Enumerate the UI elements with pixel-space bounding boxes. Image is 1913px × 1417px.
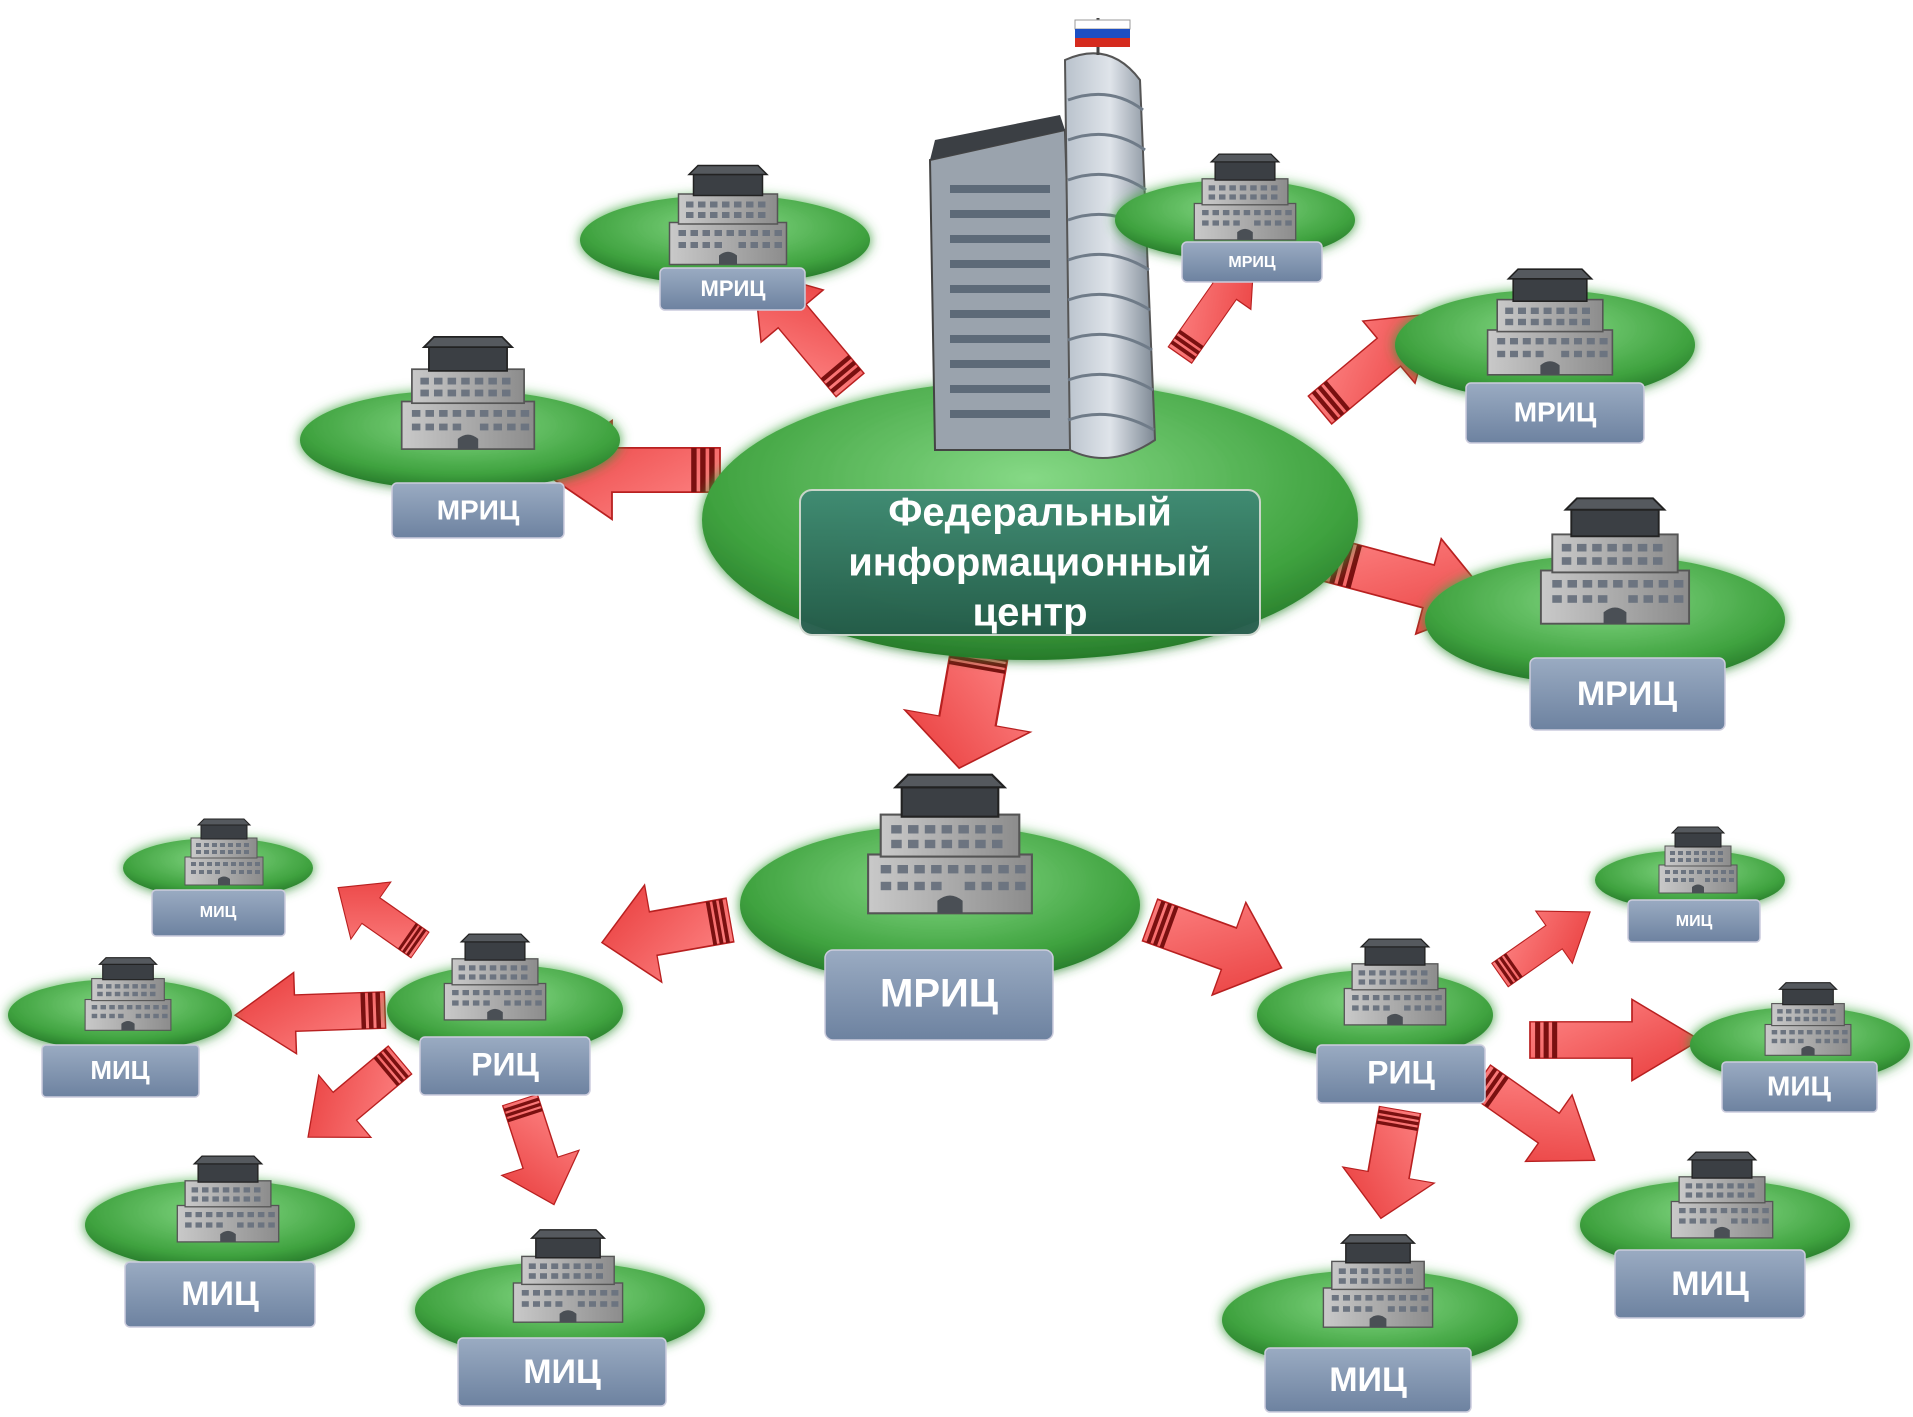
node-ric-left: РИЦ (387, 933, 623, 1096)
federal-center-box (799, 489, 1261, 636)
node-mic-r2: МИЦ (1690, 982, 1910, 1113)
building-icon (1343, 938, 1447, 1026)
building-icon (1658, 826, 1738, 894)
building-icon (1764, 982, 1852, 1056)
building-icon (443, 933, 547, 1021)
node-mic-r4: МИЦ (1580, 1151, 1850, 1319)
node-mic-r3: МИЦ (1222, 1234, 1518, 1413)
node-label: МРИЦ (880, 972, 998, 1016)
federal-building-icon (928, 18, 1157, 459)
federal-center-line1: Федеральный (888, 491, 1172, 535)
building-icon (1670, 1151, 1774, 1239)
node-label: РИЦ (1367, 1054, 1435, 1090)
node-ric-right: РИЦ (1257, 938, 1493, 1104)
node-label: МИЦ (1671, 1265, 1749, 1303)
arrow-to-mic-l1 (317, 858, 441, 975)
node-label: МИЦ (1676, 913, 1713, 930)
node-mic-l2: МИЦ (8, 957, 232, 1098)
building-icon (184, 818, 264, 886)
building-icon (1486, 268, 1614, 376)
arrow-to-mic-l4 (480, 1086, 594, 1218)
arrow-to-mic-r3 (1334, 1101, 1447, 1228)
arrow-to-mic-l3 (281, 1028, 427, 1169)
federal-center-line3: центр (972, 591, 1087, 635)
node-label: МРИЦ (701, 276, 766, 301)
node-label: МРИЦ (1514, 396, 1597, 427)
russian-flag-icon (1074, 19, 1131, 47)
arrow-to-mic-r2 (1529, 998, 1701, 1082)
node-label: МРИЦ (437, 494, 520, 525)
node-label: РИЦ (471, 1046, 539, 1082)
federal-center: Федеральный информационный центр (702, 18, 1358, 660)
node-label: МРИЦ (1228, 254, 1276, 271)
building-icon (400, 336, 536, 450)
building-icon (176, 1155, 280, 1243)
building-icon (668, 164, 788, 266)
building-icon (1322, 1234, 1434, 1328)
node-mric-left: МРИЦ (300, 336, 620, 539)
node-mric-right: МРИЦ (1395, 268, 1695, 444)
node-mic-l1: МИЦ (123, 818, 313, 937)
node-label: МИЦ (181, 1275, 259, 1313)
node-mric-top-left: МРИЦ (580, 164, 870, 311)
node-mic-l3: МИЦ (85, 1155, 355, 1328)
node-label: МИЦ (90, 1055, 149, 1085)
node-mric-middle: МРИЦ (740, 773, 1140, 1041)
building-icon (1539, 497, 1691, 625)
building-icon (1193, 153, 1297, 241)
building-icon (867, 773, 1033, 915)
node-label: МИЦ (200, 904, 237, 921)
node-label: МИЦ (1329, 1361, 1407, 1399)
arrow-to-mric-middle (895, 637, 1044, 781)
node-label: МИЦ (523, 1353, 601, 1391)
node-mric-far-right: МРИЦ (1425, 497, 1785, 731)
building-icon (512, 1229, 624, 1323)
node-mic-l4: МИЦ (415, 1229, 705, 1407)
federal-center-line2: информационный (848, 541, 1212, 585)
node-label: МРИЦ (1577, 675, 1677, 713)
building-icon (84, 957, 172, 1031)
arrow-to-mic-r1 (1481, 885, 1609, 1002)
arrow-to-mic-l2 (232, 968, 388, 1057)
arrow-to-ric-left (592, 870, 740, 992)
node-mric-top-right: МРИЦ (1115, 153, 1355, 283)
node-mic-r1: МИЦ (1595, 826, 1785, 943)
node-label: МИЦ (1767, 1070, 1831, 1101)
